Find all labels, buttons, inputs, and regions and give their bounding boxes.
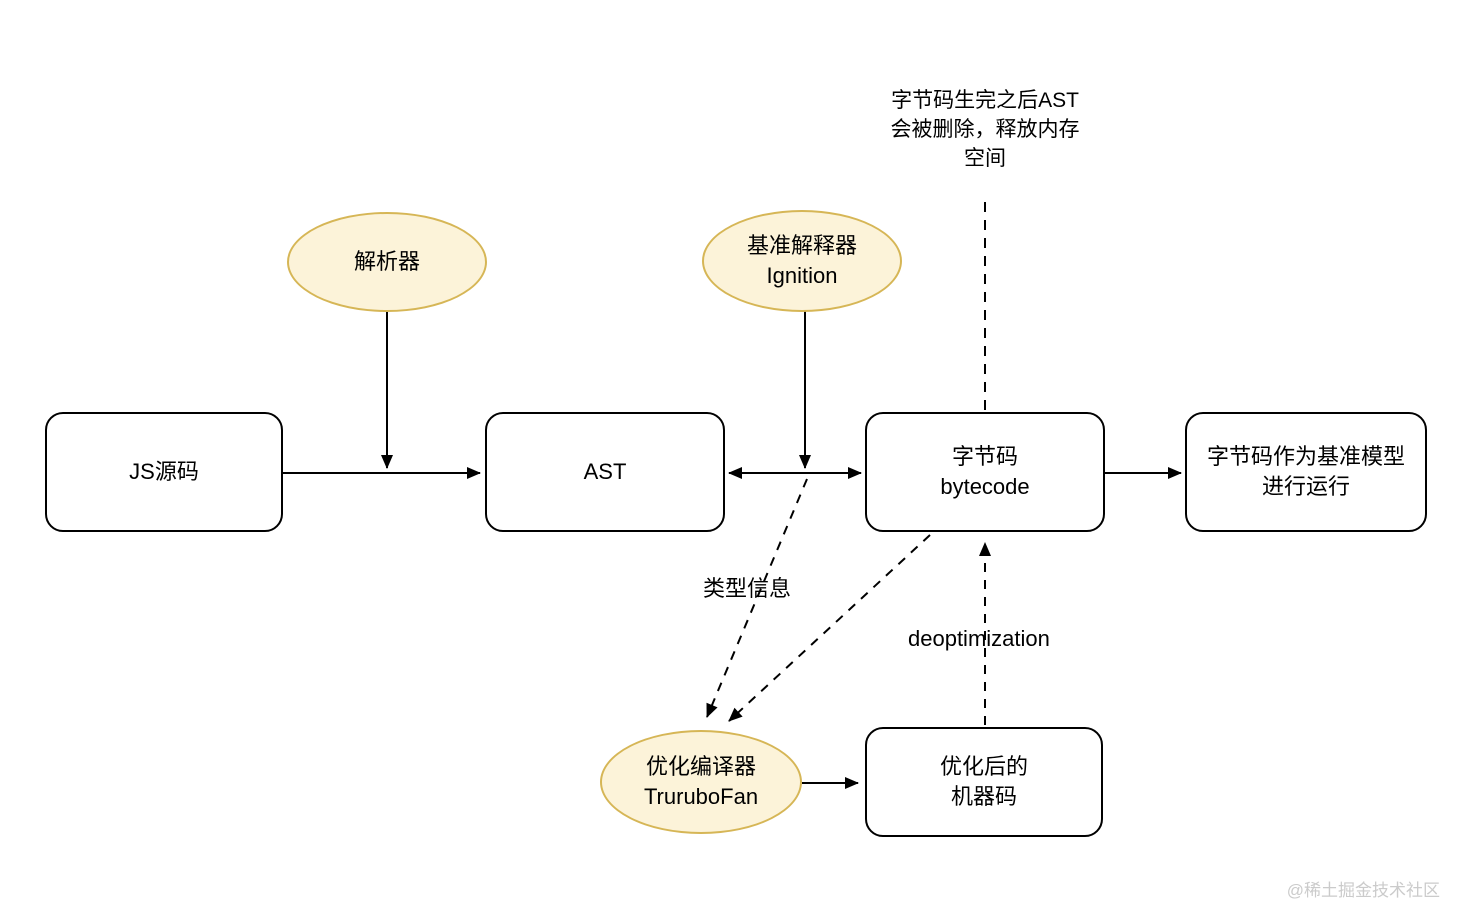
edge-label-deoptimization: deoptimization [908,626,1050,651]
node-js-source: JS源码 [45,412,283,532]
node-parser: 解析器 [287,212,487,312]
node-bytecode-label-line2: bytecode [940,474,1030,499]
node-ast: AST [485,412,725,532]
watermark-juejin: @稀土掘金技术社区 [1286,881,1440,900]
node-ast-label: AST [583,459,627,484]
node-ignition-label-line2: Ignition [766,263,838,288]
node-js-source-label: JS源码 [129,459,199,484]
dashed-arrow-bytecode-to-turbofan [728,534,931,722]
annotation-ast-note: 字节码生完之后AST 会被删除，释放内存 空间 [855,86,1115,173]
node-ignition-label-line1: 基准解释器 [746,233,857,258]
node-bytecode-label-line1: 字节码 [951,444,1018,469]
node-machine-code-label-line1: 优化后的 [939,754,1028,779]
node-turbofan-label-line2: TruruboFan [643,784,759,809]
annotation-ast-note-line3: 空间 [964,147,1006,170]
annotation-ast-note-line1: 字节码生完之后AST [891,89,1079,112]
node-bytecode: 字节码 bytecode [865,412,1105,532]
annotation-ast-note-line2: 会被删除，释放内存 [890,118,1080,141]
node-turbofan-label-line1: 优化编译器 [645,754,756,779]
node-run-baseline-label-line1: 字节码作为基准模型 [1206,444,1405,469]
edge-label-type-info: 类型信息 [703,576,792,601]
node-parser-label: 解析器 [353,249,420,274]
node-machine-code: 优化后的 机器码 [865,727,1103,837]
node-run-baseline: 字节码作为基准模型 进行运行 [1185,412,1427,532]
node-turbofan: 优化编译器 TruruboFan [600,730,802,834]
node-machine-code-label-line2: 机器码 [950,784,1017,809]
node-run-baseline-label-line2: 进行运行 [1261,474,1350,499]
node-ignition: 基准解释器 Ignition [702,210,902,312]
